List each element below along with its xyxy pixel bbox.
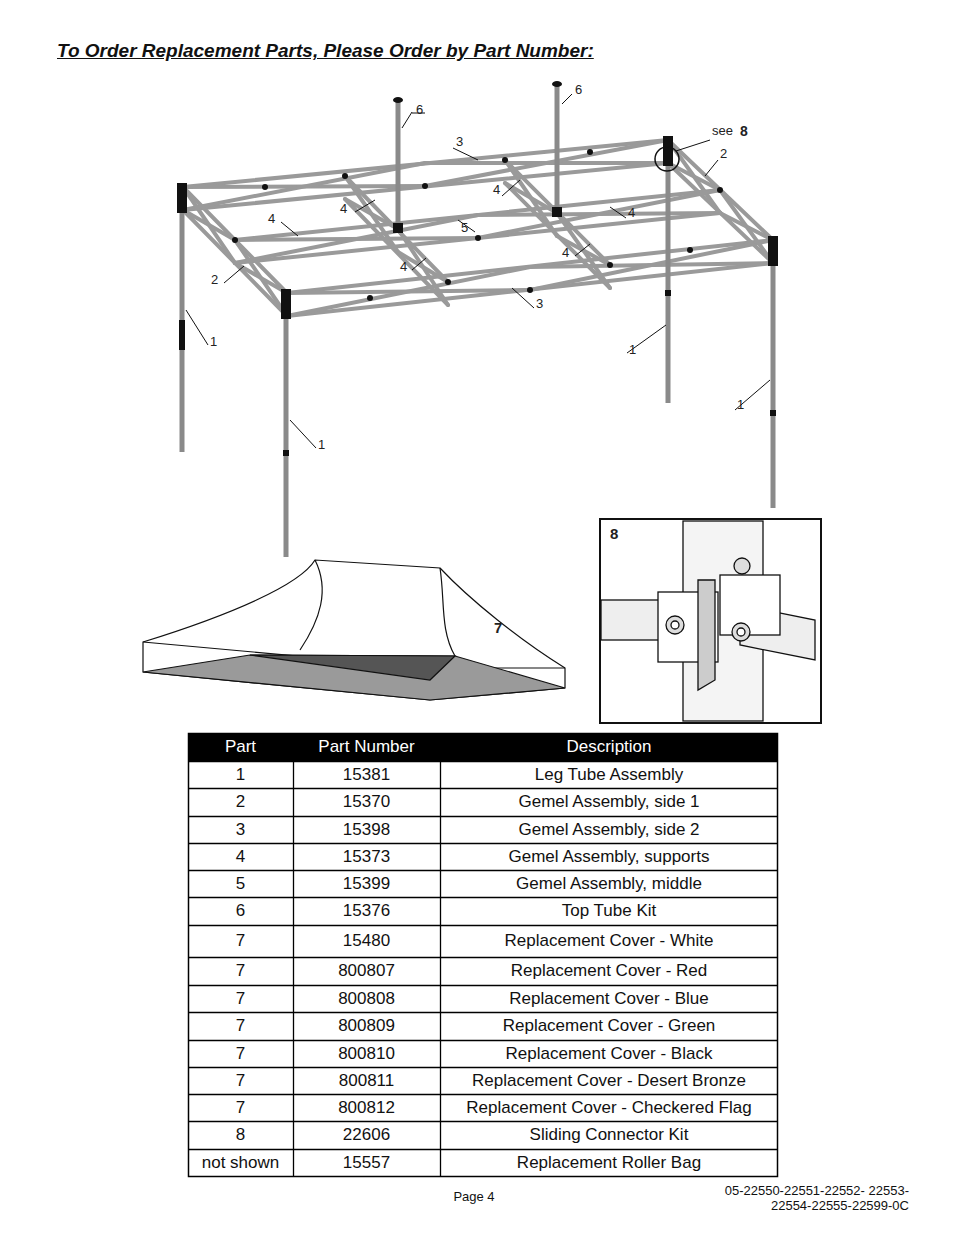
callout-number: 1 (737, 395, 744, 415)
callout-number: 4 (400, 257, 407, 277)
table-cell: Gemel Assembly, middle (516, 874, 702, 894)
table-cell: 7 (236, 1098, 245, 1118)
parts-table (188, 733, 778, 1177)
table-cell: Leg Tube Assembly (535, 765, 683, 785)
callout-number: 4 (340, 199, 347, 219)
page-title: To Order Replacement Parts, Please Order… (57, 40, 594, 62)
callout-number: 3 (536, 294, 543, 314)
table-cell: 2 (236, 792, 245, 812)
callout-number: 1 (629, 340, 636, 360)
table-cell: Replacement Cover - White (505, 931, 714, 951)
callout-number: 4 (268, 209, 275, 229)
table-cell: 800809 (338, 1016, 395, 1036)
table-cell: Replacement Cover - Blue (509, 989, 708, 1009)
callout-number: 3 (456, 132, 463, 152)
page-number: Page 4 (453, 1187, 494, 1207)
table-cell: Top Tube Kit (562, 901, 657, 921)
callout-number: 2 (720, 144, 727, 164)
table-cell: 7 (236, 961, 245, 981)
table-cell: Sliding Connector Kit (530, 1125, 689, 1145)
callout-number: 4 (562, 243, 569, 263)
table-cell: 800812 (338, 1098, 395, 1118)
callout-number: see (712, 121, 733, 141)
table-cell: 7 (236, 1044, 245, 1064)
callout-number: 4 (628, 203, 635, 223)
table-cell: Replacement Roller Bag (517, 1153, 701, 1173)
table-cell: 7 (236, 1016, 245, 1036)
table-cell: Replacement Cover - Green (503, 1016, 716, 1036)
table-header: Part Number (318, 737, 414, 757)
table-header: Part (225, 737, 256, 757)
callout-number: 6 (575, 80, 582, 100)
document-number: 05-22550-22551-22552- 22553-22554-22555-… (709, 1183, 909, 1213)
table-cell: 800810 (338, 1044, 395, 1064)
table-cell: Replacement Cover - Desert Bronze (472, 1071, 746, 1091)
table-cell: 4 (236, 847, 245, 867)
table-cell: 7 (236, 989, 245, 1009)
table-cell: Gemel Assembly, side 1 (518, 792, 699, 812)
table-cell: 800808 (338, 989, 395, 1009)
table-cell: Gemel Assembly, supports (509, 847, 710, 867)
table-cell: 800807 (338, 961, 395, 981)
table-cell: 15381 (343, 765, 390, 785)
table-cell: 6 (236, 901, 245, 921)
callout-number: 2 (211, 270, 218, 290)
table-cell: 800811 (339, 1071, 394, 1091)
table-cell: 3 (236, 820, 245, 840)
inset-detail (600, 519, 821, 723)
callout-number: 6 (416, 100, 423, 120)
callout-number: 8 (740, 121, 748, 141)
table-cell: 15398 (343, 820, 390, 840)
table-cell: 7 (236, 931, 245, 951)
table-cell: 15370 (343, 792, 390, 812)
table-cell: 5 (236, 874, 245, 894)
callout-number: 4 (493, 180, 500, 200)
table-cell: 8 (236, 1125, 245, 1145)
table-cell: 15557 (343, 1153, 390, 1173)
table-header: Description (566, 737, 651, 757)
table-cell: 15373 (343, 847, 390, 867)
callout-number: 8 (610, 524, 618, 544)
cover (143, 560, 565, 700)
table-cell: Gemel Assembly, side 2 (518, 820, 699, 840)
table-cell: not shown (202, 1153, 280, 1173)
callout-number: 5 (461, 218, 468, 238)
table-cell: Replacement Cover - Black (506, 1044, 713, 1064)
table-cell: 22606 (343, 1125, 390, 1145)
table-cell: Replacement Cover - Checkered Flag (466, 1098, 751, 1118)
callout-number: 7 (494, 618, 502, 638)
table-cell: 7 (236, 1071, 245, 1091)
table-cell: 1 (236, 765, 245, 785)
table-cell: 15480 (343, 931, 390, 951)
callout-number: 1 (210, 332, 217, 352)
table-cell: 15376 (343, 901, 390, 921)
table-cell: Replacement Cover - Red (511, 961, 708, 981)
callout-number: 1 (318, 435, 325, 455)
table-cell: 15399 (343, 874, 390, 894)
